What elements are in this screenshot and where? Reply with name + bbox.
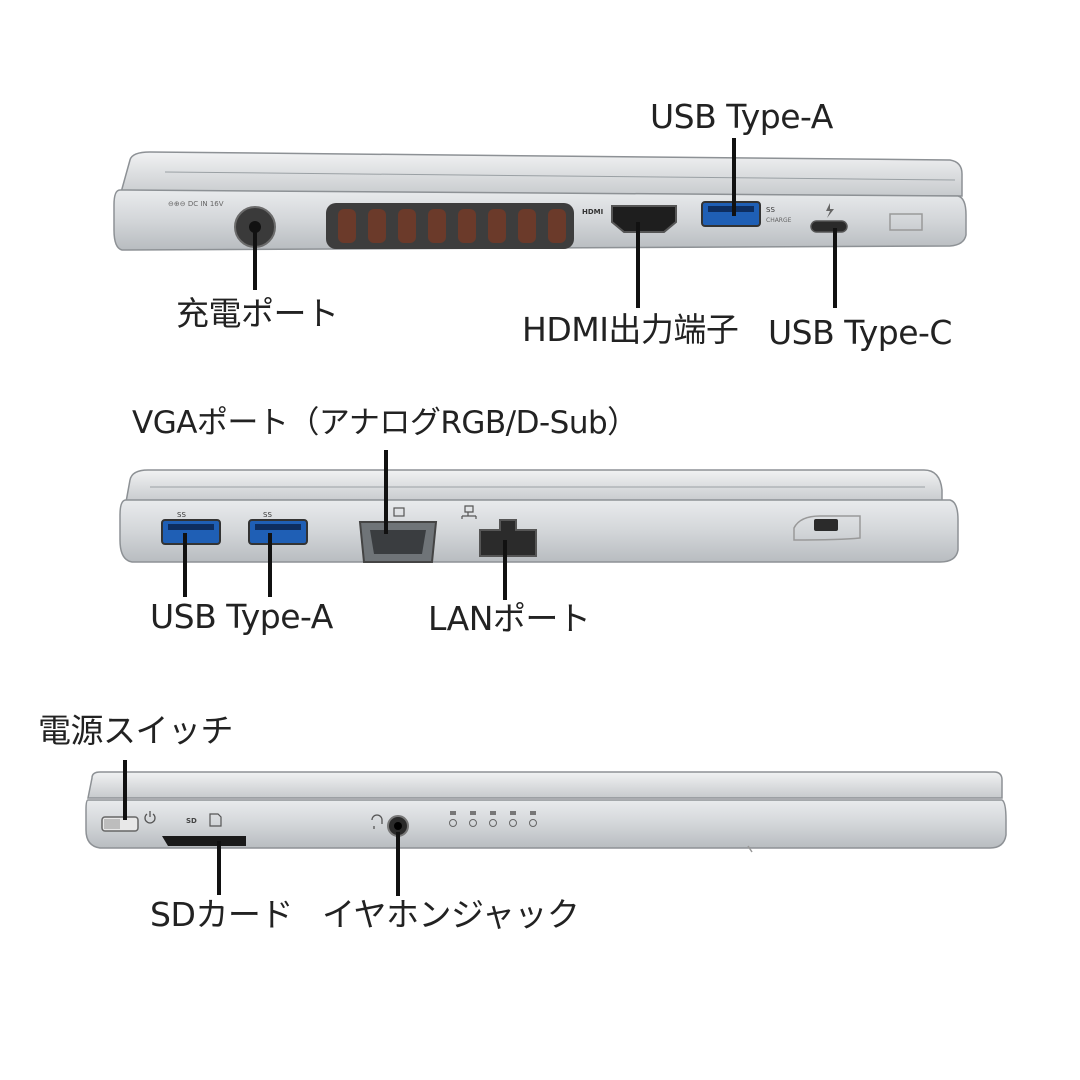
dc-in-mark: ⊖⊕⊖ DC IN 16V <box>168 200 224 208</box>
hdmi-logo: HDMI <box>582 208 603 216</box>
label-charge-port: 充電ポート <box>176 294 339 333</box>
leader-power-switch <box>123 760 127 820</box>
headset-icon <box>371 814 383 829</box>
leader-usb-type-a-left-2 <box>268 533 272 597</box>
usb-type-c-port[interactable] <box>810 220 848 233</box>
charge-port-pin <box>249 221 261 233</box>
usb-type-a-port-left-1[interactable] <box>161 519 221 545</box>
laptop-front-side-view: SD <box>85 771 1007 853</box>
label-sd-card: SDカード <box>150 895 293 934</box>
charge-mark: CHARGE <box>766 217 792 224</box>
vga-icon <box>393 507 405 517</box>
sd-card-slot[interactable] <box>162 836 246 846</box>
leader-sd-card <box>217 841 221 895</box>
leader-charge-port <box>253 228 257 290</box>
label-vga-port: VGAポート（アナログRGB/D-Sub） <box>132 405 638 441</box>
label-hdmi-port: HDMI出力端子 <box>522 310 739 349</box>
leader-vga-port <box>384 450 388 534</box>
leader-earphone-jack <box>396 832 400 896</box>
sd-logo: SD <box>186 817 197 825</box>
ss-mark-1: SS <box>177 511 186 519</box>
base <box>85 799 1007 849</box>
label-earphone-jack: イヤホンジャック <box>322 895 580 934</box>
label-usb-type-a-right: USB Type-A <box>650 97 833 136</box>
thunderbolt-icon <box>826 203 834 218</box>
label-power-switch: 電源スイッチ <box>38 711 234 750</box>
vent-grille <box>326 203 574 249</box>
status-leds <box>449 811 537 827</box>
lan-port[interactable] <box>479 519 537 557</box>
sd-card-icon <box>209 813 222 827</box>
security-slot <box>889 213 923 231</box>
base <box>119 499 959 563</box>
network-icon <box>461 505 477 519</box>
leader-hdmi-port <box>636 222 640 308</box>
lid <box>87 771 1003 799</box>
leader-usb-type-a-right <box>732 138 736 216</box>
ss-mark: SS <box>766 206 775 214</box>
hdmi-port[interactable] <box>611 205 677 233</box>
label-usb-type-c: USB Type-C <box>768 313 952 352</box>
lid <box>125 469 943 503</box>
label-usb-type-a-left: USB Type-A <box>150 597 333 636</box>
label-lan-port: LANポート <box>428 599 591 638</box>
usb-type-a-port-left-2[interactable] <box>248 519 308 545</box>
leader-usb-type-c <box>833 228 837 308</box>
ss-mark-2: SS <box>263 511 272 519</box>
power-icon <box>144 811 156 824</box>
usb-type-a-port-right[interactable] <box>701 201 761 227</box>
leader-lan-port <box>503 540 507 600</box>
laptop-left-side-view: SS SS <box>119 469 959 563</box>
laptop-right-side-view: ⊖⊕⊖ DC IN 16V HDMI SS CHARGE <box>113 151 967 251</box>
lid <box>119 151 963 197</box>
security-slot <box>793 515 861 541</box>
leader-usb-type-a-left-1 <box>183 533 187 597</box>
